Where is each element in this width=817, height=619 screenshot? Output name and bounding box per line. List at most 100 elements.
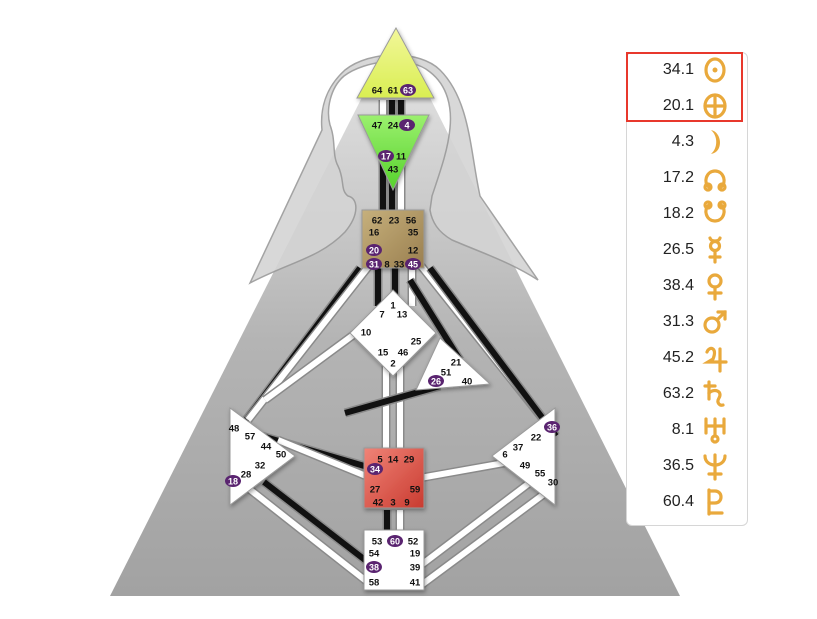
gate-label: 17 [381, 152, 391, 162]
gate-label: 51 [441, 368, 452, 379]
activation-value: 45.2 [662, 349, 694, 366]
gate-label: 47 [372, 121, 383, 132]
activated-gate-marker [366, 561, 382, 573]
gate-label: 28 [241, 470, 252, 481]
gate-label: 10 [361, 328, 372, 339]
activated-gate-marker [428, 375, 444, 387]
ajna-center [357, 114, 430, 192]
gate-label: 26 [431, 377, 441, 387]
gate-label: 40 [462, 377, 473, 388]
gate-label: 2 [390, 359, 395, 370]
activation-row: 36.5 [626, 448, 744, 484]
gate-label: 54 [369, 549, 380, 560]
gate-label: 15 [378, 348, 389, 359]
gate-label: 50 [276, 450, 287, 461]
neptune-icon [700, 451, 730, 481]
activated-gate-marker [366, 244, 382, 256]
gate-label: 37 [513, 443, 524, 454]
gate-label: 21 [451, 358, 462, 369]
gate-label: 20 [369, 246, 379, 256]
activation-row: 20.1 [626, 88, 744, 124]
gate-label: 42 [373, 498, 384, 509]
gate-label: 43 [388, 165, 399, 176]
activation-row: 60.4 [626, 484, 744, 520]
north-node-icon [700, 163, 730, 193]
activation-value: 63.2 [662, 385, 694, 402]
south-node-icon [700, 199, 730, 229]
gate-label: 4 [404, 121, 409, 131]
gate-label: 52 [408, 537, 419, 548]
activation-value: 18.2 [662, 205, 694, 222]
saturn-icon [700, 379, 730, 409]
solar-plexus-center [491, 406, 556, 507]
open-channel [263, 327, 362, 403]
activation-row: 34.1 [626, 52, 744, 88]
activation-row: 45.2 [626, 340, 744, 376]
body-silhouette [248, 54, 539, 285]
gate-label: 25 [411, 337, 422, 348]
open-channel [246, 485, 372, 587]
channels-layer [236, 100, 560, 590]
gate-label: 3 [390, 498, 395, 509]
head-center [356, 26, 435, 99]
gate-label: 61 [388, 86, 399, 97]
activation-value: 17.2 [662, 169, 694, 186]
activation-row: 4.3 [626, 124, 744, 160]
mercury-icon [700, 235, 730, 265]
mars-icon [700, 307, 730, 337]
g-center [349, 289, 437, 377]
gate-label: 18 [228, 477, 238, 487]
defined-channel [427, 266, 559, 438]
gate-label: 57 [245, 432, 256, 443]
sacral-center [363, 447, 425, 509]
activated-gate-marker [225, 475, 241, 487]
gate-label: 38 [369, 563, 379, 573]
gate-label: 5 [377, 455, 383, 466]
uranus-icon [700, 415, 730, 445]
gate-label: 29 [404, 455, 415, 466]
moon-icon [700, 127, 730, 157]
gate-label: 49 [520, 461, 531, 472]
activated-gate-marker [366, 258, 382, 270]
gate-label: 19 [410, 549, 421, 560]
activation-value: 26.5 [662, 241, 694, 258]
pluto-icon [700, 487, 730, 517]
gate-label: 46 [398, 348, 409, 359]
gate-label: 55 [535, 469, 546, 480]
activation-row: 31.3 [626, 304, 744, 340]
gate-label: 1 [390, 301, 396, 312]
activation-value: 8.1 [671, 421, 694, 438]
activation-row: 38.4 [626, 268, 744, 304]
activation-value: 60.4 [662, 493, 694, 510]
activation-value: 38.4 [662, 277, 694, 294]
gate-label: 64 [372, 86, 383, 97]
activated-gate-marker [400, 84, 416, 96]
gate-label: 14 [388, 455, 399, 466]
activated-gate-marker [367, 463, 383, 475]
gate-label: 59 [410, 485, 421, 496]
gate-label: 9 [404, 498, 409, 509]
activated-gate-marker [387, 535, 403, 547]
gate-label: 32 [255, 461, 266, 472]
gate-label: 11 [396, 152, 407, 163]
activated-gate-marker [378, 150, 394, 162]
open-channel [276, 437, 368, 479]
activation-value: 36.5 [662, 457, 694, 474]
defined-channel [262, 479, 380, 573]
gate-label: 36 [547, 423, 557, 433]
gate-label: 56 [406, 216, 417, 227]
activation-row: 8.1 [626, 412, 744, 448]
gate-label: 12 [408, 246, 419, 257]
gate-label: 44 [261, 442, 272, 453]
open-channel [418, 491, 546, 589]
activation-panel [626, 52, 748, 526]
open-channel [410, 481, 530, 575]
activation-row: 18.2 [626, 196, 744, 232]
earth-icon [700, 91, 730, 121]
gate-label: 62 [372, 216, 383, 227]
gate-label: 63 [403, 86, 413, 96]
gate-label: 6 [502, 450, 507, 461]
centers-layer [229, 26, 556, 591]
gate-label: 60 [390, 537, 400, 547]
